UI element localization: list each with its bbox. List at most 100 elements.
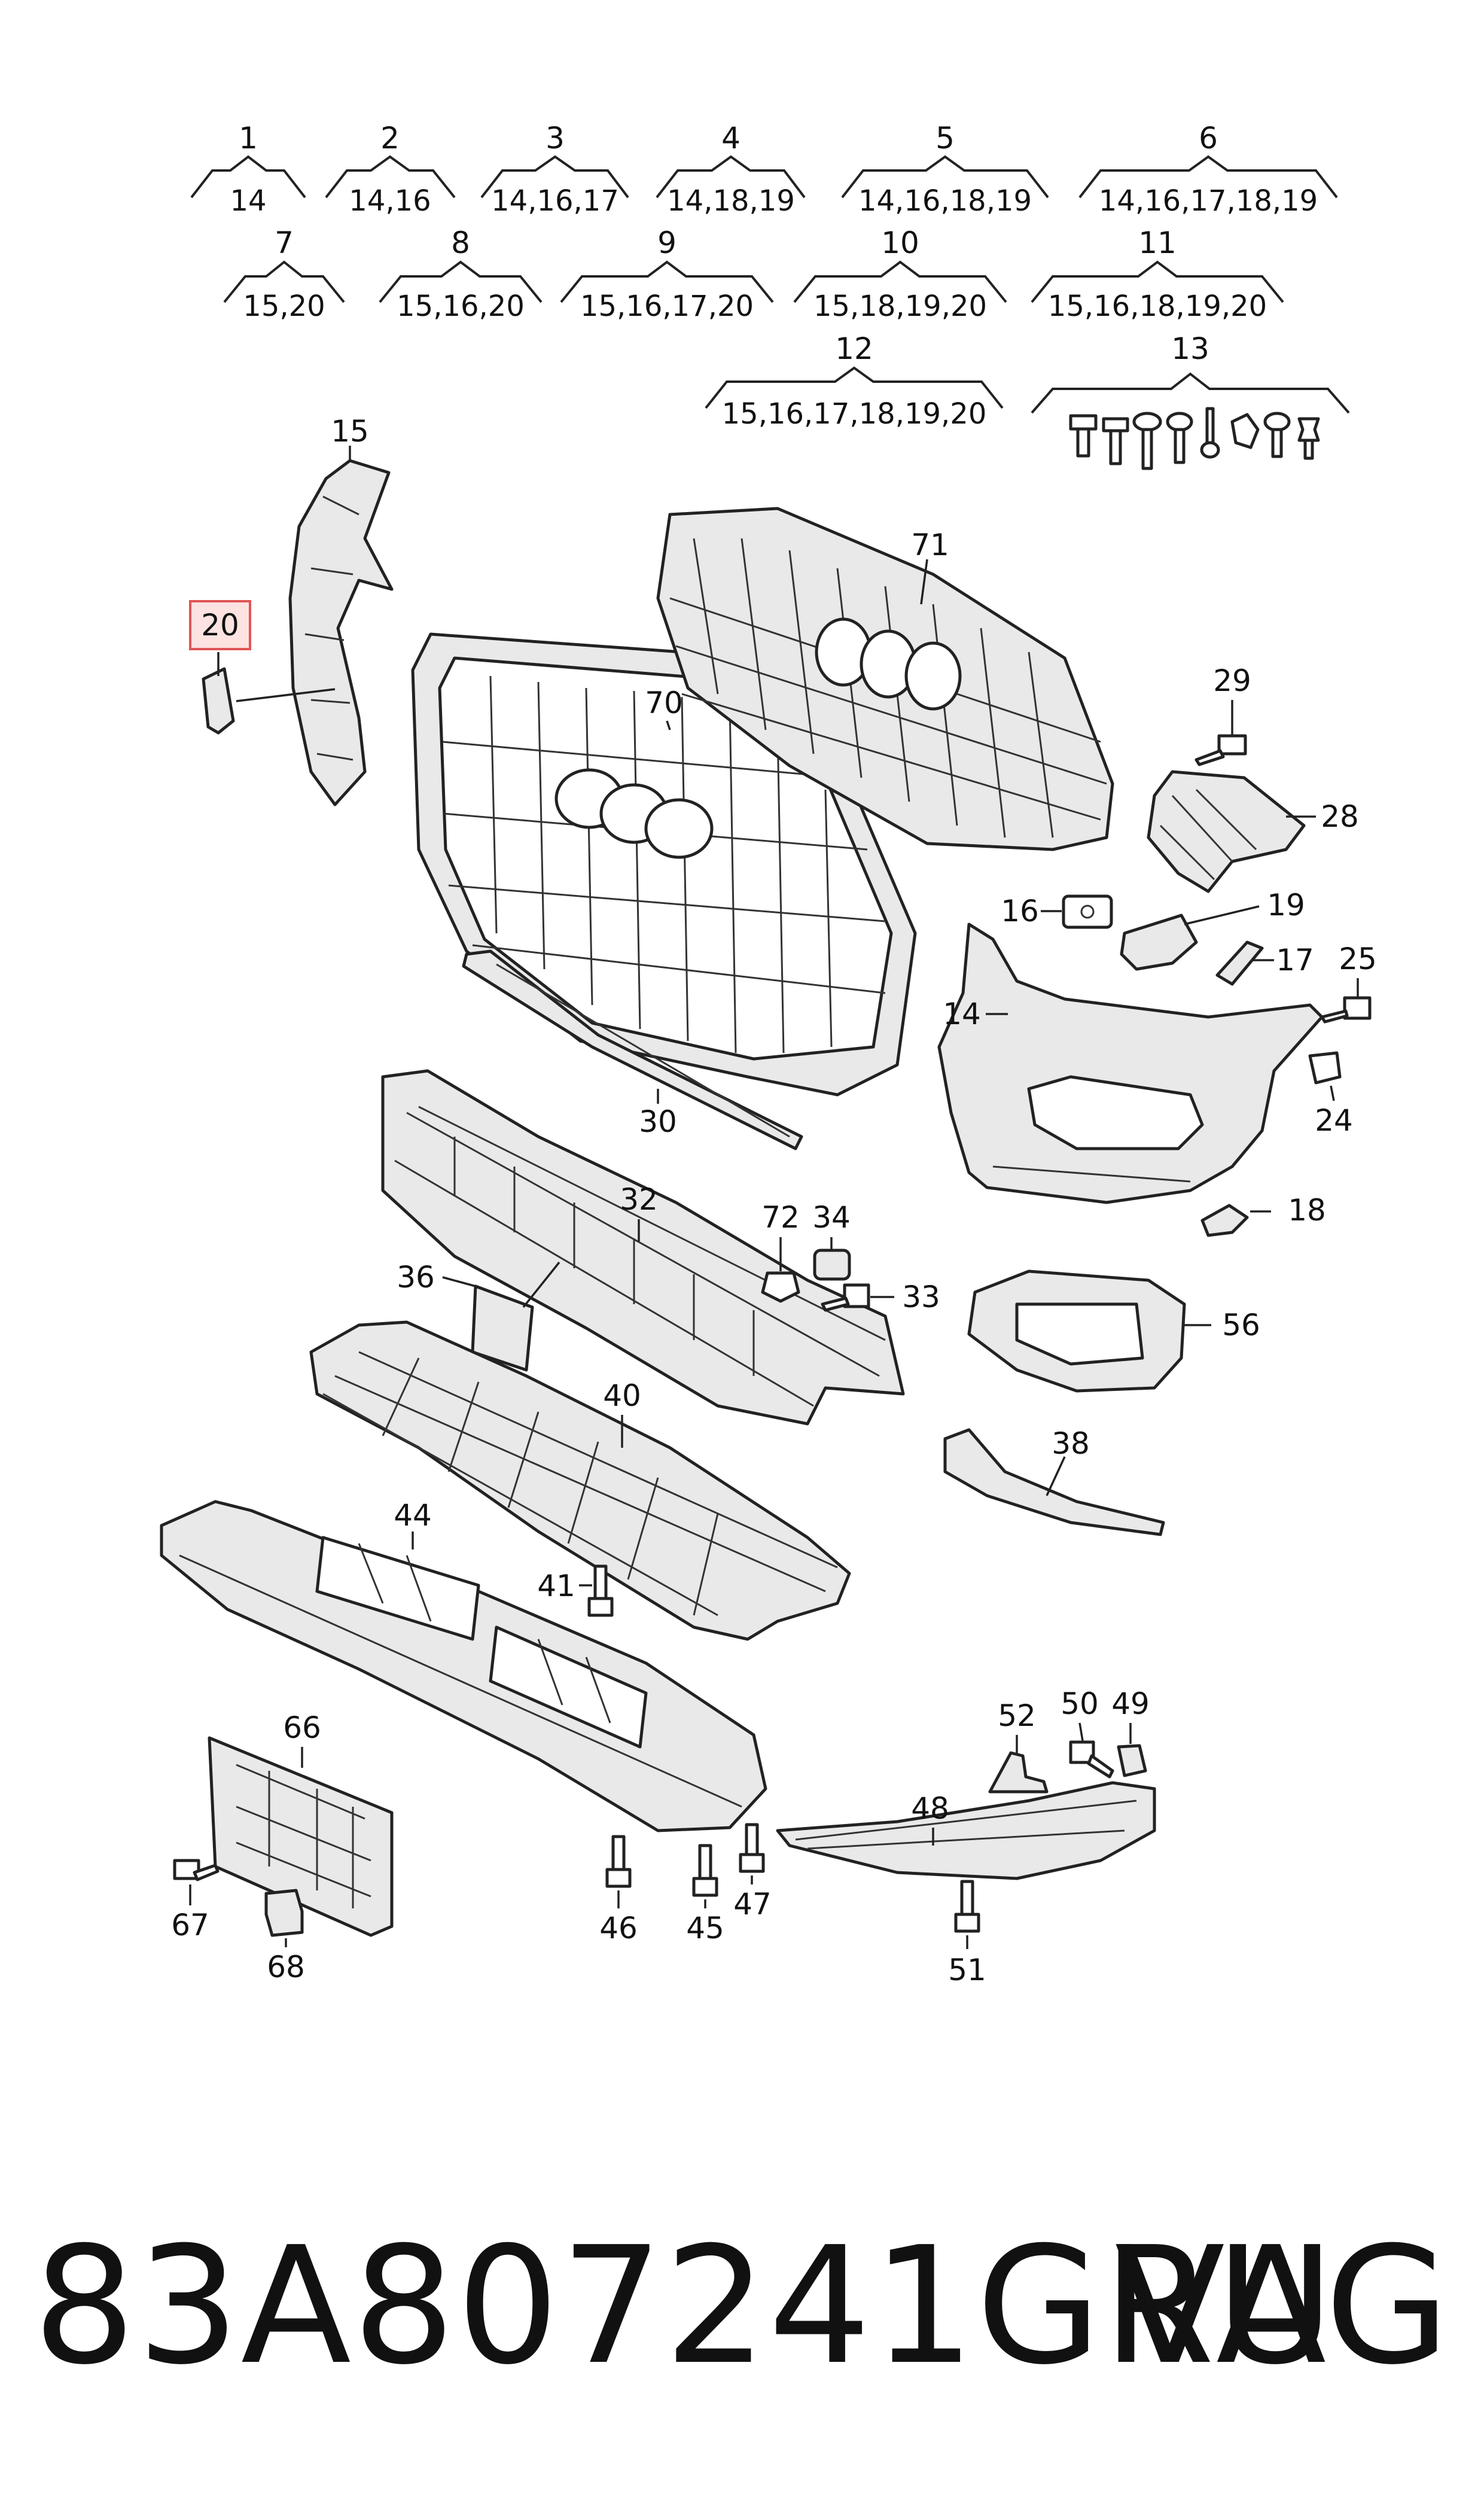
kit-number: 7 [275, 226, 294, 260]
brand-caption: VAG [1114, 2212, 1451, 2400]
kit-contents: 14,18,19 [667, 184, 795, 218]
callout-50: 50 [1061, 1686, 1099, 1721]
callout-67: 67 [171, 1908, 209, 1942]
callout-16: 16 [1001, 894, 1039, 928]
kit-contents: 14,16,17,18,19 [1099, 184, 1318, 218]
part-44-absorber: 44 [160, 1498, 767, 1832]
kit-contents: 15,16,18,19,20 [1048, 290, 1267, 323]
callout-19: 19 [1267, 888, 1305, 922]
kit-number: 12 [835, 331, 873, 366]
callout-46: 46 [599, 1911, 638, 1945]
rings-logo-icon [554, 768, 714, 859]
part-45-screw: 45 [686, 1844, 724, 1945]
callout-72: 72 [761, 1200, 800, 1235]
part-15-side-bracket: 15 [288, 414, 394, 806]
kit-11: 11 15,16,18,19,20 [1031, 226, 1284, 323]
kit-7: 7 15,20 [223, 226, 345, 323]
part-28-bracket: 28 [1147, 770, 1359, 893]
part-36-plate: 36 [397, 1260, 560, 1372]
part-19-cover: 19 [1120, 888, 1305, 971]
callout-68: 68 [267, 1950, 305, 1984]
part-72-clip: 72 [761, 1200, 800, 1303]
part-41-screw: 41 [537, 1564, 614, 1617]
part-38-trim: 38 [943, 1426, 1165, 1536]
kit-2: 2 14,16 [325, 121, 456, 218]
kit-number: 3 [546, 121, 565, 156]
kit-6: 6 14,16,17,18,19 [1078, 121, 1338, 218]
callout-32: 32 [620, 1182, 658, 1217]
fastener-set-icons [1069, 407, 1320, 470]
kit-number: 8 [451, 226, 470, 260]
kit-number: 10 [881, 226, 919, 260]
part-16-cap: 16 [1001, 894, 1113, 929]
part-33-screw: 33 [821, 1280, 940, 1314]
kit-contents: 15,20 [243, 290, 325, 323]
kit-number: 4 [721, 121, 741, 156]
callout-36: 36 [397, 1260, 435, 1295]
part-49-clip: 49 [1111, 1686, 1150, 1777]
kit-1: 1 14 [190, 121, 306, 218]
part-34-grommet: 34 [812, 1200, 851, 1281]
part-29-screw: 29 [1194, 663, 1251, 766]
part-67-screw: 67 [171, 1859, 220, 1942]
part-47-screw: 47 [733, 1823, 772, 1922]
part-52-bracket: 52 [988, 1698, 1049, 1794]
callout-38: 38 [1052, 1426, 1090, 1461]
kit-10: 10 15,18,19,20 [793, 226, 1007, 323]
kit-contents: 14 [230, 184, 266, 218]
callout-24: 24 [1315, 1103, 1353, 1138]
callout-44: 44 [394, 1498, 432, 1533]
kit-number: 5 [936, 121, 955, 156]
callout-18: 18 [1288, 1193, 1326, 1228]
callout-33: 33 [902, 1280, 940, 1314]
callout-56: 56 [1222, 1308, 1260, 1342]
callout-29: 29 [1213, 663, 1251, 698]
kit-12: 12 15,16,17,18,19,20 [705, 331, 1004, 431]
part-46-screw: 46 [599, 1835, 638, 1945]
kit-contents: 14,16,17 [491, 184, 619, 218]
callout-25: 25 [1339, 942, 1377, 976]
part-32-bumper-bar: 32 [381, 1069, 905, 1426]
callout-28: 28 [1321, 799, 1359, 834]
callout-52: 52 [998, 1698, 1036, 1733]
callout-51: 51 [948, 1953, 986, 1987]
callout-20: 20 [201, 608, 239, 643]
part-68-clip: 68 [264, 1889, 305, 1984]
part-number-caption: 83A807241GRU [33, 2212, 1336, 2400]
kit-3: 3 14,16,17 [480, 121, 629, 218]
callout-48: 48 [911, 1791, 949, 1826]
kit-13: 13 [1031, 331, 1350, 470]
kit-legend: 1 14 2 14,16 3 14,16,17 4 14,18,19 5 14,… [190, 121, 1350, 470]
kit-5: 5 14,16,18,19 [841, 121, 1049, 218]
part-30-trim-strip: 30 [462, 949, 803, 1150]
kit-number: 1 [239, 121, 258, 156]
kit-contents: 15,18,19,20 [813, 290, 987, 323]
callout-47: 47 [733, 1887, 772, 1922]
part-40-undertray: 40 [309, 1320, 851, 1641]
part-71-carrier: 71 [656, 507, 1114, 851]
part-50-screw: 50 [1061, 1686, 1114, 1779]
callout-66: 66 [283, 1710, 321, 1745]
callout-17: 17 [1276, 943, 1314, 978]
kit-8: 8 15,16,20 [379, 226, 543, 323]
highlight-box [189, 600, 251, 650]
callout-71: 71 [911, 528, 949, 562]
part-14-bumper-cover: 14 [937, 922, 1324, 1204]
kit-number: 6 [1199, 121, 1218, 156]
part-18-cap: 18 [1200, 1193, 1326, 1237]
callout-45: 45 [686, 1911, 724, 1945]
callout-40: 40 [603, 1378, 641, 1413]
part-25-screw: 25 [1320, 942, 1377, 1024]
callout-14: 14 [943, 997, 981, 1031]
kit-number: 9 [657, 226, 677, 260]
kit-4: 4 14,18,19 [656, 121, 806, 218]
kit-number: 13 [1171, 331, 1209, 366]
part-20-highlighted: 20 [189, 600, 336, 735]
part-51-screw: 51 [948, 1880, 986, 1987]
part-66-plate-holder: 66 [208, 1710, 394, 1937]
callout-41: 41 [537, 1569, 575, 1603]
callout-34: 34 [812, 1200, 851, 1235]
part-24-nut: 24 [1308, 1051, 1353, 1138]
callout-30: 30 [639, 1104, 677, 1139]
